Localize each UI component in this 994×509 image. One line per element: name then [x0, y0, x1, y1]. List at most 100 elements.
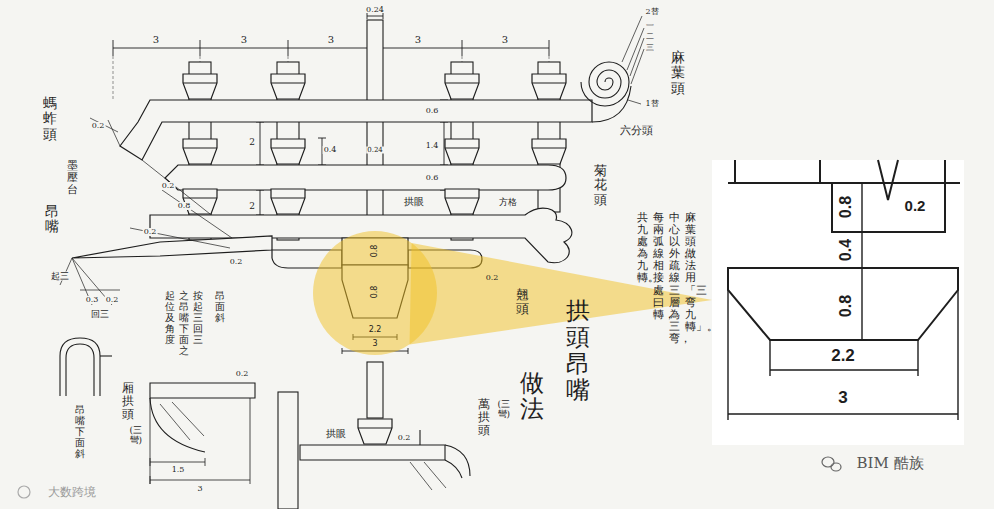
dimension-number: 0.8: [838, 295, 854, 317]
dimension-label: 二: [646, 33, 654, 41]
dimension-label: 六分頭: [620, 125, 653, 136]
extension-lines: [113, 56, 549, 100]
callout-wedge: [410, 243, 712, 345]
dimension-label: 3: [327, 35, 335, 45]
vertical-note: 墨壓台: [67, 160, 78, 196]
dimension-label: 0.2: [235, 370, 250, 378]
dimension-label: 2替: [645, 8, 658, 16]
dimension-label: 一: [646, 22, 654, 30]
dimension-label: 1.4: [425, 142, 440, 150]
wan-arm-detail: [278, 362, 470, 509]
dimension-lines: [113, 48, 549, 49]
dimension-label: 拱眼: [325, 429, 347, 439]
callout-circle-fill: [313, 231, 437, 355]
vertical-note: 螞蚱頭: [43, 96, 57, 142]
spiral-scroll: [581, 62, 629, 106]
ang-underside-profile: [66, 344, 94, 396]
vertical-note: 翹頭: [516, 288, 529, 317]
dimension-label: BIM 酷族: [856, 456, 923, 471]
title-text: 拱頭昂嘴: [566, 298, 590, 404]
vertical-note: 厢拱頭: [122, 382, 134, 422]
dimension-label: 拱眼: [403, 197, 425, 207]
zoom-inset: 0.80.20.40.82.23: [712, 160, 964, 445]
dimension-label: 1.5: [172, 466, 185, 474]
zoom-inset-drawing: [728, 290, 958, 420]
dimension-number: 0.2: [905, 198, 926, 213]
ang-underside-profile: [100, 355, 112, 356]
dimension-label: 0.2: [229, 258, 244, 266]
vertical-note: (三彎): [498, 400, 507, 420]
bracket-arms: [165, 165, 566, 190]
leader-lines: [90, 118, 232, 248]
vertical-note: (三彎): [130, 426, 139, 446]
ang-underside-profile: [60, 338, 100, 396]
dimension-label: 回三: [90, 310, 110, 319]
vertical-note: 萬拱頭: [478, 398, 490, 438]
ang-underside-profile: [60, 338, 112, 396]
dimension-number: 2.2: [831, 347, 855, 364]
bracket-blocks: [183, 74, 217, 99]
dimension-number: 0.8: [371, 245, 379, 258]
zoom-inset-drawing: [712, 160, 964, 445]
vertical-note: 中心以外，疏線三層為三弯，: [669, 212, 680, 345]
bracket-blocks: [271, 189, 305, 214]
xiang-arm-detail: [150, 398, 205, 452]
dimension-label: 3: [414, 35, 422, 45]
dimension-label: 0.2: [91, 122, 106, 130]
dimension-label: 3: [501, 35, 509, 45]
vertical-note: 昂面斜: [215, 290, 225, 323]
dimension-number: 0.4: [838, 239, 854, 261]
vertical-note: 做法: [520, 370, 544, 423]
xiang-arm-detail: [150, 383, 255, 398]
bracket-columns: [367, 20, 383, 238]
xiang-arm-detail: [160, 402, 204, 440]
dimension-label: 大数跨境: [48, 486, 96, 498]
dimension-label: 起三: [50, 272, 70, 281]
bracket-blocks: [271, 74, 305, 99]
wan-arm-detail: [300, 445, 445, 460]
dimension-number: 3: [372, 340, 377, 348]
vertical-note: 麻葉頭: [671, 50, 685, 96]
callout-circle: 0.80.82.23: [313, 231, 437, 355]
dimension-label: 三: [646, 44, 654, 52]
dimension-number: 3: [838, 389, 847, 406]
vertical-note: 共九處為九轉。: [637, 212, 648, 285]
wan-arm-detail: [278, 392, 298, 509]
zoom-inset-drawing: [728, 160, 960, 420]
vertical-note: 昂嘴: [45, 204, 59, 235]
dimension-label: 0.24: [366, 6, 384, 14]
bracket-blocks: [271, 139, 305, 164]
watermark-icons: [18, 457, 841, 498]
leader-lines: [60, 258, 120, 305]
dimension-label: 0.2: [105, 296, 120, 304]
bracket-arms: [72, 236, 272, 258]
wan-arm-detail: [367, 362, 383, 418]
xiang-arm-detail: [150, 398, 250, 484]
spiral-scroll: [592, 86, 631, 122]
dimension-label: 0.24: [366, 147, 384, 154]
dimension-label: 2: [248, 202, 256, 211]
dimension-label: 0.8: [177, 202, 192, 210]
dimension-number: 0.8: [371, 286, 379, 299]
extension-lines: [113, 56, 549, 100]
zoom-inset-drawing: [712, 160, 964, 445]
vertical-note: 菊花頭: [594, 164, 607, 207]
vertical-note: 之昂嘴下面之: [179, 290, 189, 356]
dimension-label: 3: [240, 35, 248, 45]
zoom-inset-drawing: [878, 160, 898, 200]
dimension-label: 3: [152, 35, 160, 45]
dimension-label: 2: [248, 138, 256, 147]
zoom-inset-drawing: [735, 160, 820, 183]
bracket-blocks: [183, 139, 217, 164]
leader-lines: [622, 16, 644, 104]
dimension-label: 0.3: [85, 296, 100, 304]
dimension-label: 0.2: [161, 182, 176, 190]
dimension-label: 0.2: [486, 274, 499, 282]
dimension-label: 3: [197, 485, 202, 493]
bracket-blocks: [532, 74, 566, 99]
dimension-label: 0.2: [143, 228, 158, 236]
dimension-label: 0.4: [323, 146, 338, 154]
